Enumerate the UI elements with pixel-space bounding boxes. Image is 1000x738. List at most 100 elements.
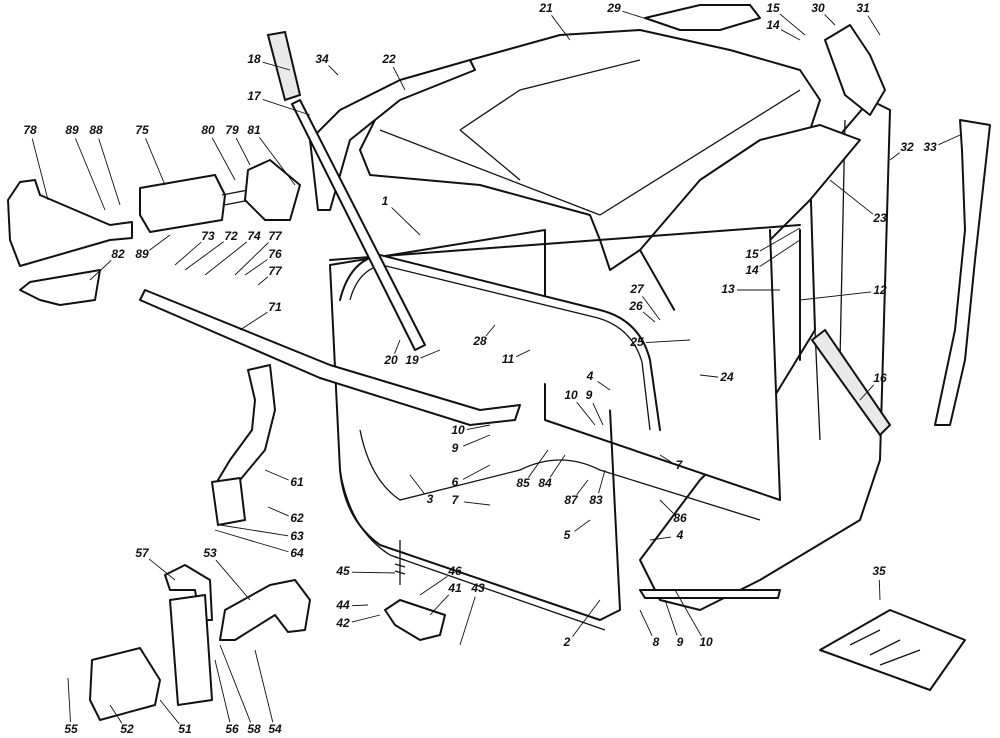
bag-support-strip <box>810 328 892 437</box>
callout-14: 14 <box>766 18 780 32</box>
callout-20: 20 <box>383 353 398 367</box>
callout-9: 9 <box>586 388 593 402</box>
leader-line-61 <box>264 469 289 481</box>
callout-4: 4 <box>586 369 594 383</box>
leader-line-53 <box>215 559 251 601</box>
leader-line-56 <box>214 659 231 723</box>
lock-assembly <box>89 564 311 721</box>
callout-11: 11 <box>502 352 515 366</box>
callout-54: 54 <box>268 722 282 736</box>
leader-line-2 <box>572 599 601 637</box>
callout-51: 51 <box>178 722 192 736</box>
callout-41: 41 <box>447 581 462 595</box>
callout-73: 73 <box>201 229 215 243</box>
leader-line-18 <box>262 61 291 71</box>
callout-56: 56 <box>225 722 239 736</box>
pedal-61 <box>211 364 276 526</box>
handle-bar <box>139 254 661 431</box>
leader-line-77 <box>234 242 269 276</box>
callout-9: 9 <box>452 441 459 455</box>
callout-44: 44 <box>335 598 350 612</box>
callout-61: 61 <box>290 475 304 489</box>
callout-5: 5 <box>564 528 571 542</box>
callout-89: 89 <box>65 123 79 137</box>
leader-line-51 <box>159 699 180 725</box>
leader-line-7 <box>659 454 672 463</box>
callout-3: 3 <box>427 492 434 506</box>
leader-line-86 <box>659 499 674 514</box>
callout-64: 64 <box>290 546 304 560</box>
leader-line-34 <box>328 65 339 76</box>
callout-79: 79 <box>225 123 239 137</box>
leader-line-44 <box>351 604 369 607</box>
callout-27: 27 <box>629 282 645 296</box>
leader-line-14 <box>759 239 801 268</box>
callout-43: 43 <box>470 581 485 595</box>
callout-46: 46 <box>447 564 462 578</box>
callout-88: 88 <box>89 123 103 137</box>
callout-77: 77 <box>268 229 283 243</box>
callout-33: 33 <box>923 140 937 154</box>
callout-1: 1 <box>382 194 389 208</box>
leader-line-54 <box>254 649 274 723</box>
callout-55: 55 <box>64 722 78 736</box>
callout-13: 13 <box>721 282 735 296</box>
callout-76: 76 <box>268 247 282 261</box>
leader-line-73 <box>174 241 202 266</box>
callout-71: 71 <box>268 300 282 314</box>
leader-line-42 <box>351 614 381 623</box>
callout-80: 80 <box>201 123 215 137</box>
callout-23: 23 <box>872 211 887 225</box>
leader-line-89 <box>149 234 171 251</box>
callout-10: 10 <box>564 388 578 402</box>
callout-58: 58 <box>247 722 261 736</box>
spring-45 <box>394 540 406 585</box>
leader-line-84 <box>549 454 566 478</box>
leader-line-3 <box>409 474 425 495</box>
leader-line-41 <box>429 594 450 616</box>
leader-line-64 <box>214 529 289 553</box>
callout-6: 6 <box>452 475 459 489</box>
hardware-bag-35 <box>819 609 966 691</box>
leader-line-82 <box>89 259 112 281</box>
callout-15: 15 <box>766 1 780 15</box>
leader-line-55 <box>67 677 71 723</box>
leader-line-17 <box>262 99 311 116</box>
leader-line-10 <box>466 424 491 430</box>
leader-line-6 <box>462 464 491 480</box>
callout-82: 82 <box>111 247 125 261</box>
leader-line-4 <box>597 380 611 391</box>
leader-line-20 <box>394 339 401 354</box>
leader-line-88 <box>98 138 121 206</box>
leader-line-12 <box>799 291 872 301</box>
callout-42: 42 <box>335 616 350 630</box>
callout-19: 19 <box>405 353 419 367</box>
lever-17 <box>266 30 426 351</box>
callout-10: 10 <box>699 635 713 649</box>
leader-line-32 <box>889 152 900 161</box>
bracket-78 <box>7 179 133 306</box>
callout-63: 63 <box>290 529 304 543</box>
leader-line-89 <box>75 138 106 211</box>
leader-line-46 <box>419 576 448 596</box>
motor-75 <box>139 159 301 233</box>
leader-line-28 <box>485 324 496 337</box>
leader-line-78 <box>31 138 49 201</box>
leader-line-8 <box>639 609 653 636</box>
leader-line-4 <box>649 536 672 541</box>
leader-line-85 <box>527 449 549 478</box>
callout-77: 77 <box>268 264 283 278</box>
callout-17: 17 <box>247 89 262 103</box>
leader-line-26 <box>642 311 656 323</box>
callout-12: 12 <box>873 283 887 297</box>
leader-line-80 <box>211 137 236 181</box>
leader-line-21 <box>551 15 571 41</box>
leader-line-25 <box>645 339 691 343</box>
callout-29: 29 <box>606 1 621 15</box>
leader-line-10 <box>674 589 702 637</box>
leader-line-1 <box>391 207 421 236</box>
callout-87: 87 <box>564 493 579 507</box>
callout-16: 16 <box>873 371 887 385</box>
callout-57: 57 <box>135 546 150 560</box>
